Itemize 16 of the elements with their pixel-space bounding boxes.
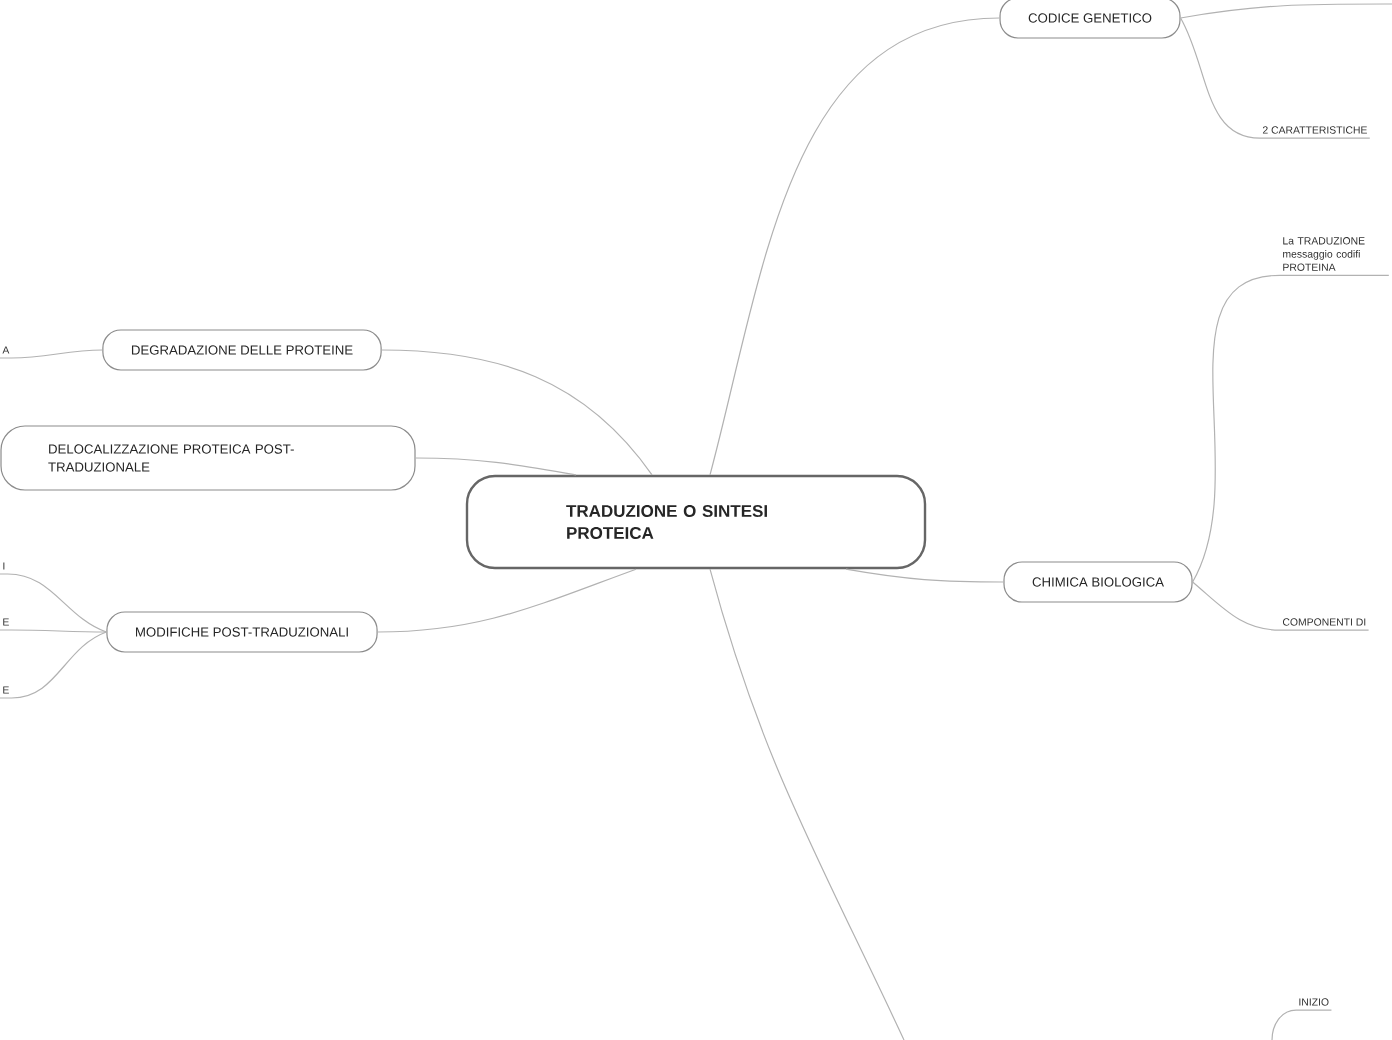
connector — [0, 573, 107, 633]
connector — [1192, 274, 1390, 583]
connector — [0, 349, 103, 359]
connector — [381, 349, 653, 476]
connector — [1271, 1009, 1333, 1040]
connector — [709, 17, 1001, 476]
connector — [1192, 581, 1370, 631]
connector — [0, 629, 107, 633]
connector — [0, 631, 107, 699]
connector — [709, 568, 905, 1040]
connector — [845, 568, 1004, 583]
connector — [377, 568, 637, 633]
central-topic-box: TRADUZIONE O SINTESI PROTEICA — [465, 474, 927, 570]
connector — [415, 457, 577, 476]
connector — [1180, 3, 1392, 19]
connector — [1180, 17, 1371, 139]
